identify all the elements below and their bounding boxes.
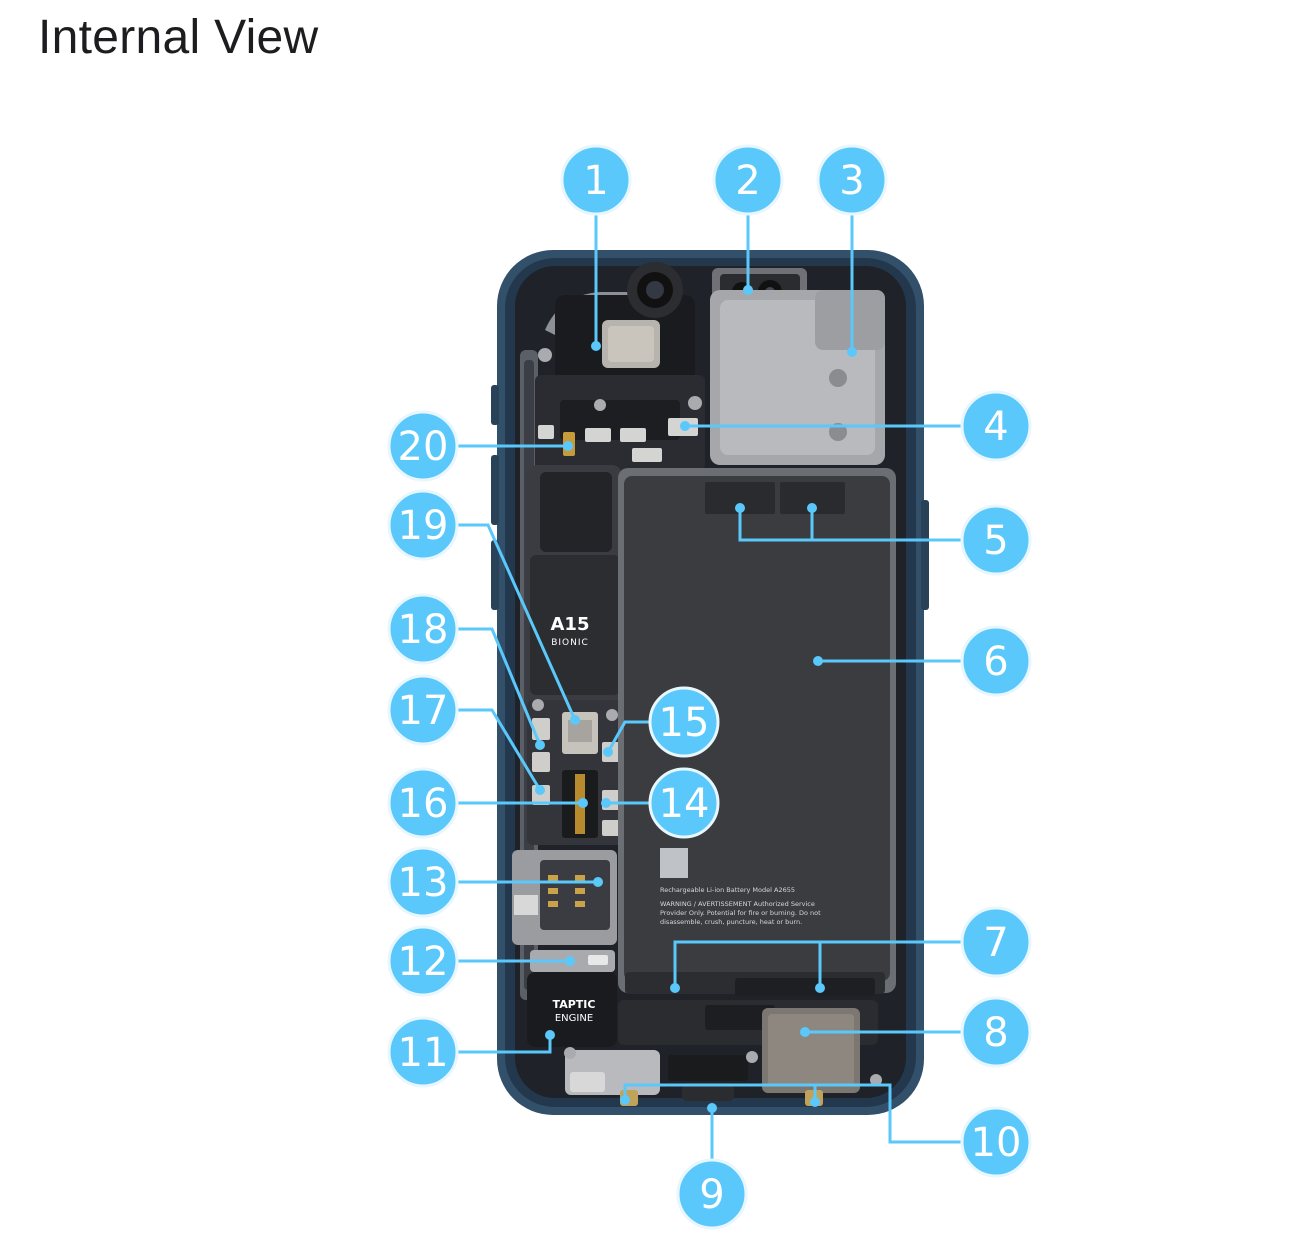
svg-text:20: 20 [398, 424, 449, 470]
a15-chip-sublabel: BIONIC [551, 638, 589, 648]
callout-13: 13 [387, 846, 459, 918]
a15-chip [530, 555, 620, 695]
callout-5: 5 [960, 504, 1032, 576]
svg-text:13: 13 [398, 860, 449, 906]
battery [624, 476, 890, 981]
callout-8: 8 [960, 996, 1032, 1068]
svg-text:4: 4 [983, 404, 1008, 450]
battery-label-line1: Rechargeable Li-ion Battery Model A2655 [660, 886, 795, 894]
taptic-label-line1: TAPTIC [553, 998, 596, 1011]
svg-text:3: 3 [839, 158, 864, 204]
callout-4: 4 [960, 390, 1032, 462]
callout-18: 18 [387, 593, 459, 665]
callout-17: 17 [387, 674, 459, 746]
a15-chip-label: A15 [551, 614, 590, 635]
callout-dots [535, 285, 857, 1113]
svg-text:2: 2 [735, 158, 760, 204]
callout-1: 1 [560, 144, 632, 216]
callout-16: 16 [387, 767, 459, 839]
svg-text:19: 19 [398, 503, 449, 549]
callout-7: 7 [960, 906, 1032, 978]
svg-text:5: 5 [983, 518, 1008, 564]
callout-2: 2 [712, 144, 784, 216]
taptic-engine [527, 972, 617, 1047]
callout-20: 20 [387, 410, 459, 482]
svg-text:16: 16 [398, 781, 449, 827]
svg-text:15: 15 [659, 700, 710, 746]
callout-3: 3 [816, 144, 888, 216]
svg-text:7: 7 [983, 920, 1008, 966]
callout-12: 12 [387, 925, 459, 997]
callout-lines [458, 214, 963, 1160]
battery-label-line2: WARNING / AVERTISSEMENT Authorized Servi… [660, 900, 815, 908]
callout-10: 10 [960, 1106, 1032, 1178]
callout-19: 19 [387, 489, 459, 561]
callout-6: 6 [960, 625, 1032, 697]
svg-text:12: 12 [398, 939, 449, 985]
svg-text:14: 14 [659, 781, 710, 827]
svg-text:11: 11 [398, 1030, 449, 1076]
svg-text:17: 17 [398, 688, 449, 734]
callout-bubbles: 1 2 3 4 5 6 7 8 9 10 11 12 13 14 15 16 1… [387, 144, 1032, 1230]
svg-text:18: 18 [398, 607, 449, 653]
callout-11: 11 [387, 1016, 459, 1088]
battery-label-line3: Provider Only. Potential for fire or bur… [660, 909, 821, 917]
taptic-label-line2: ENGINE [555, 1013, 593, 1024]
callout-9: 9 [676, 1158, 748, 1230]
svg-text:1: 1 [583, 158, 608, 204]
svg-text:8: 8 [983, 1010, 1008, 1056]
page-title: Internal View [38, 11, 319, 64]
callout-14: 14 [648, 767, 720, 839]
callout-15: 15 [648, 686, 720, 758]
svg-text:6: 6 [983, 639, 1008, 685]
svg-text:9: 9 [699, 1172, 724, 1218]
battery-label-line4: disassemble, crush, puncture, heat or bu… [660, 918, 802, 926]
svg-text:10: 10 [971, 1120, 1022, 1166]
